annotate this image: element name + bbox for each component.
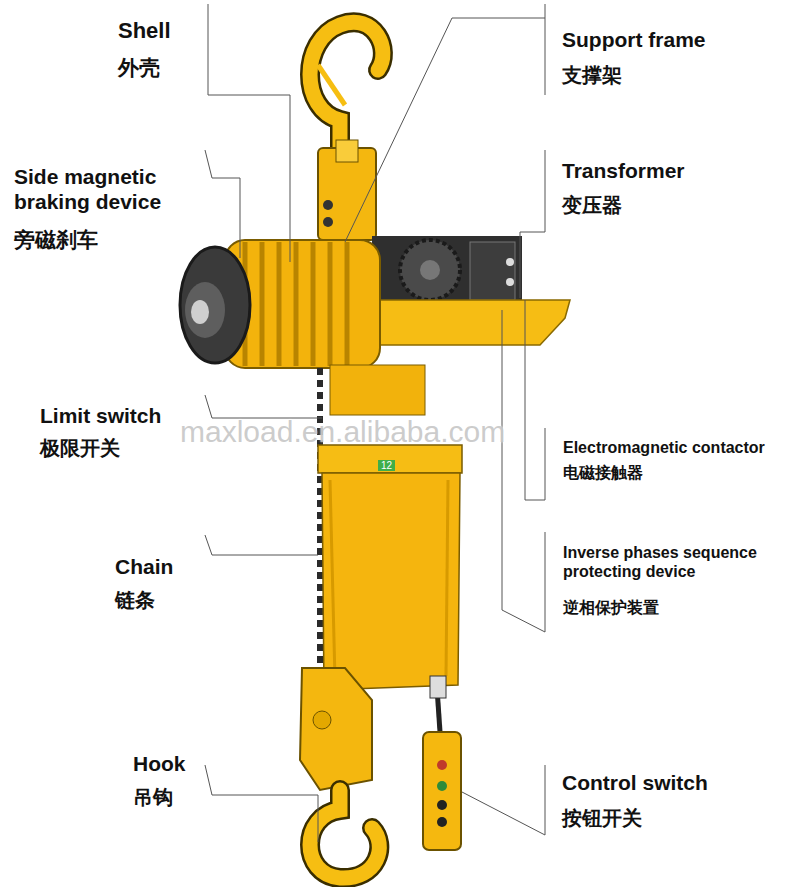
part-name: Limit switch: [40, 403, 161, 428]
part-name: Control switch: [562, 770, 708, 795]
part-name-zh: 旁磁刹车: [14, 228, 98, 253]
part-name: Support frame: [562, 27, 706, 52]
part-name-zh: 吊钩: [133, 785, 173, 809]
part-name-zh: 逆相保护装置: [563, 598, 659, 617]
part-name-zh: 电磁接触器: [563, 463, 643, 482]
part-name: Transformer: [562, 158, 685, 183]
part-name: Shell: [118, 18, 171, 44]
part-name-zh: 按钮开关: [562, 806, 642, 830]
part-name-zh: 极限开关: [40, 436, 120, 460]
part-name-zh: 链条: [115, 588, 155, 612]
part-name: Electromagnetic contactor: [563, 438, 765, 457]
part-name: Chain: [115, 554, 173, 579]
part-name: Inverse phases sequence protecting devic…: [563, 543, 793, 581]
watermark: maxload.en.alibaba.com: [180, 414, 505, 450]
part-name: Side magnetic braking device: [14, 164, 194, 214]
part-name-zh: 支撑架: [562, 63, 622, 87]
tag-number: 12: [378, 460, 395, 471]
part-name-zh: 外壳: [118, 56, 160, 81]
part-name: Hook: [133, 751, 186, 776]
part-name-zh: 变压器: [562, 193, 622, 217]
